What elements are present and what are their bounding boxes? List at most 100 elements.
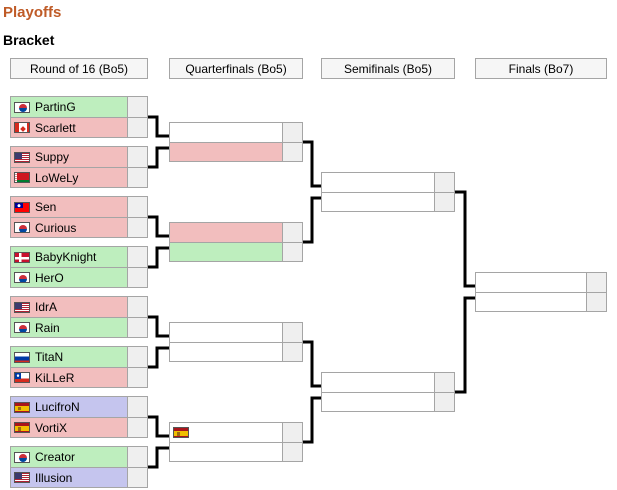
player-slot: Creator — [11, 447, 147, 467]
player-cell: Rain — [11, 318, 127, 337]
connector-line — [303, 196, 321, 244]
round-header-label: Round of 16 (Bo5) — [29, 61, 129, 76]
player-name: Rain — [35, 320, 60, 335]
score-cell — [127, 197, 147, 217]
player-cell: Suppy — [11, 147, 127, 167]
score-cell — [282, 343, 302, 361]
score-cell — [127, 268, 147, 287]
player-name: Scarlett — [35, 120, 76, 135]
connector-line — [148, 415, 169, 438]
player-slot — [322, 173, 454, 192]
player-name: IdrA — [35, 300, 58, 314]
score-cell — [282, 223, 302, 242]
us-flag-icon — [14, 472, 30, 483]
match-sf-2 — [321, 372, 455, 412]
player-cell: Illusion — [11, 468, 127, 487]
score-cell — [282, 323, 302, 342]
player-cell: HerO — [11, 268, 127, 287]
player-slot: Curious — [11, 217, 147, 237]
cl-flag-icon — [14, 372, 30, 383]
player-name: LoWeLy — [35, 170, 79, 185]
player-cell: BabyKnight — [11, 247, 127, 267]
round-header-label: Semifinals (Bo5) — [343, 61, 433, 76]
player-slot — [322, 373, 454, 392]
player-name: LucifroN — [35, 400, 80, 414]
score-cell — [282, 143, 302, 161]
player-slot: Sen — [11, 197, 147, 217]
us-flag-icon — [14, 151, 30, 163]
player-cell: Sen — [11, 197, 127, 217]
player-cell — [322, 393, 434, 411]
player-slot: TitaN — [11, 347, 147, 367]
player-slot: KiLLeR — [11, 367, 147, 387]
player-slot: PartinG — [11, 97, 147, 117]
player-slot — [170, 242, 302, 261]
match-ro16-6: TitaN KiLLeR — [10, 346, 148, 388]
player-cell: LucifroN — [11, 397, 127, 417]
score-cell — [434, 193, 454, 211]
score-cell — [282, 243, 302, 261]
round-header-finals: Finals (Bo7) — [475, 58, 607, 79]
round-header-label: Finals (Bo7) — [508, 61, 574, 76]
match-sf-1 — [321, 172, 455, 212]
player-cell — [170, 143, 282, 161]
score-cell — [434, 393, 454, 411]
score-cell — [127, 97, 147, 117]
player-slot — [170, 323, 302, 342]
player-slot: Illusion — [11, 467, 147, 487]
score-cell — [127, 297, 147, 317]
connector-line — [148, 346, 169, 369]
score-cell — [127, 168, 147, 187]
player-cell — [476, 293, 586, 311]
match-ro16-7: LucifroN VortiX — [10, 396, 148, 438]
round-header-semifinals: Semifinals (Bo5) — [321, 58, 455, 79]
player-cell: Curious — [11, 218, 127, 237]
player-slot — [170, 123, 302, 142]
ca-flag-icon — [14, 122, 30, 133]
ru-flag-icon — [14, 351, 30, 363]
player-cell — [322, 173, 434, 192]
connector-line — [303, 140, 321, 188]
player-cell — [170, 443, 282, 461]
match-ro16-8: Creator Illusion — [10, 446, 148, 488]
player-slot: LucifroN — [11, 397, 147, 417]
connector-line — [455, 296, 475, 394]
score-cell — [127, 468, 147, 487]
connector-line — [148, 215, 169, 238]
player-cell: VortiX — [11, 418, 127, 437]
match-ro16-3: Sen Curious — [10, 196, 148, 238]
player-slot: BabyKnight — [11, 247, 147, 267]
score-cell — [282, 443, 302, 461]
player-name: Curious — [35, 220, 77, 235]
section-title: Bracket — [3, 32, 55, 48]
score-cell — [127, 418, 147, 437]
player-cell — [170, 123, 282, 142]
player-cell — [322, 193, 434, 211]
connector-line — [303, 340, 321, 388]
connector-line — [148, 246, 169, 269]
kr-flag-icon — [14, 451, 30, 463]
kr-flag-icon — [14, 101, 30, 113]
player-slot: Suppy — [11, 147, 147, 167]
connector-line — [303, 396, 321, 444]
match-qf-4 — [169, 422, 303, 462]
player-slot — [476, 273, 606, 292]
player-slot — [170, 223, 302, 242]
match-final — [475, 272, 607, 312]
player-slot: IdrA — [11, 297, 147, 317]
player-slot — [170, 423, 302, 442]
player-cell — [170, 243, 282, 261]
match-qf-3 — [169, 322, 303, 362]
score-cell — [127, 118, 147, 137]
score-cell — [127, 147, 147, 167]
player-slot: Rain — [11, 317, 147, 337]
es-flag-icon — [14, 401, 30, 413]
player-cell: KiLLeR — [11, 368, 127, 387]
kr-flag-icon — [14, 222, 30, 233]
by-flag-icon — [14, 172, 30, 183]
score-cell — [586, 293, 606, 311]
player-slot: HerO — [11, 267, 147, 287]
player-name: VortiX — [35, 420, 68, 435]
player-cell — [170, 343, 282, 361]
